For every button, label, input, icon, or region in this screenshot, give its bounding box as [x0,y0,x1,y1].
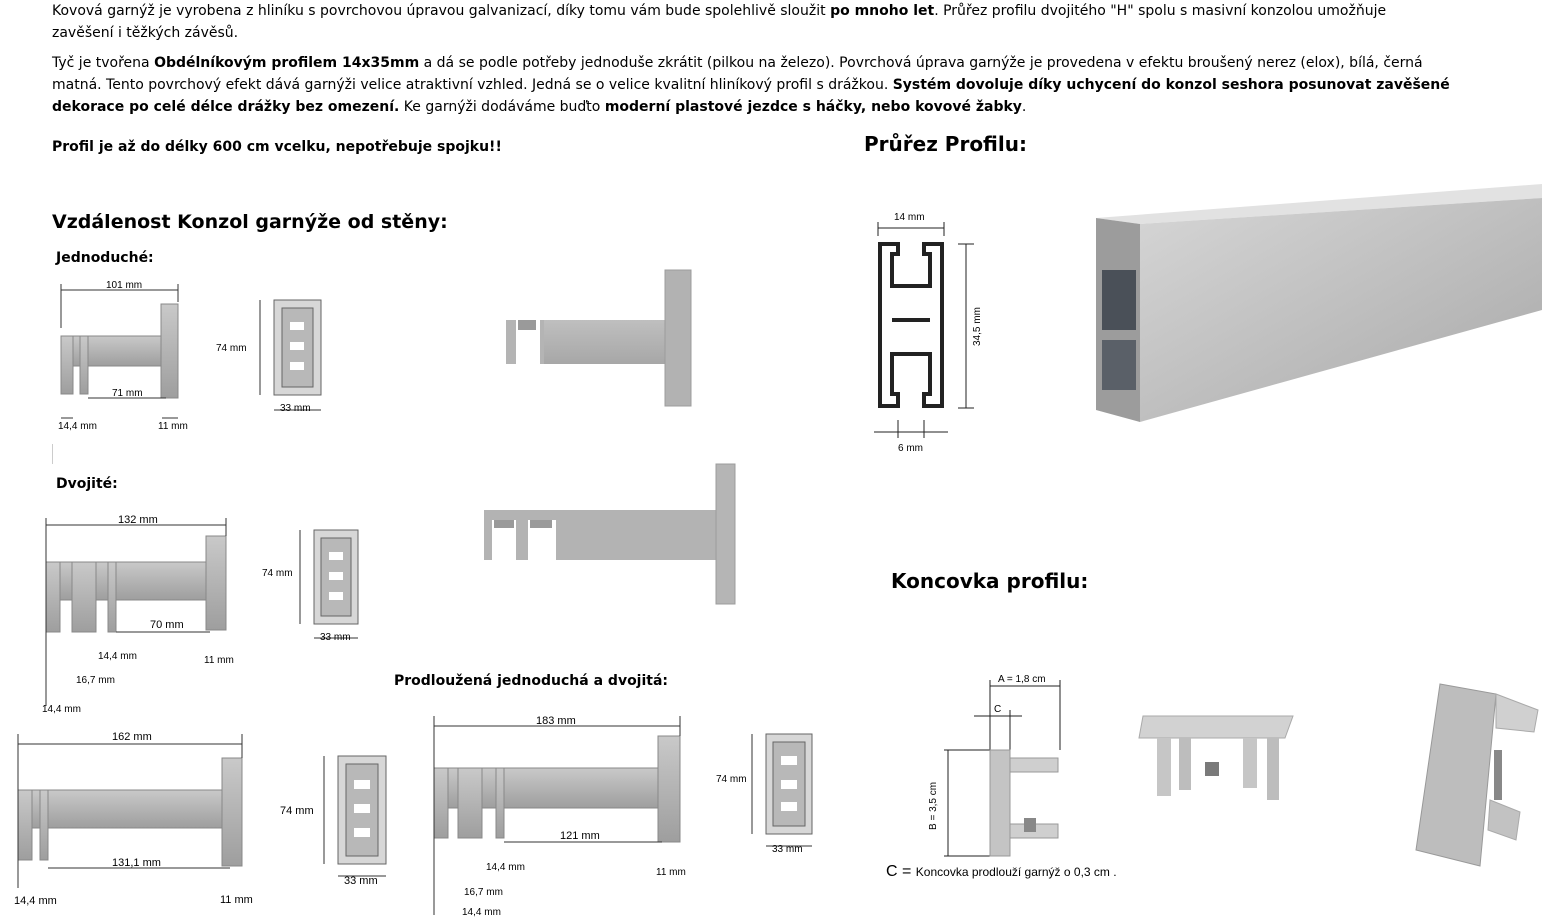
single-mount-height-label: 74 mm [216,343,247,354]
profile-width-label: 14 mm [894,212,925,223]
endcap-b-label: B = 3,5 cm [928,782,939,830]
endcap-photo-2 [1415,683,1539,867]
endcap-drawing: A = 1,8 cm C B = 3,5 cm [928,674,1061,857]
single-plate-label: 11 mm [158,421,188,432]
endcap-note-prefix: C = [886,863,916,880]
intro-p2-bold-system: Systém dovoluje díky uchycení do konzol … [52,77,1450,115]
intro-paragraph-3: Profil je až do délky 600 cm vcelku, nep… [52,139,502,155]
intro-p1-text: Kovová garnýž je vyrobena z hliníku s po… [52,3,831,19]
double-bracket-drawing: 132 mm 70 mm 14,4 mm 16,7 mm 14,4 mm 11 … [42,514,234,715]
ext-double-mount-width-label: 33 mm [772,844,803,855]
double-inner-label: 70 mm [150,619,184,631]
single-bracket-photo [506,269,692,407]
single-mount-plate-drawing: 74 mm 33 mm [216,299,322,414]
double-mount-height-label: 74 mm [262,568,293,579]
endcap-note: C = Koncovka prodlouží garnýž o 0,3 cm . [886,863,1117,881]
profile-slot-label: 6 mm [898,443,923,454]
double-slot2-label: 14,4 mm [42,704,81,715]
ext-double-plate-label: 11 mm [656,867,686,878]
extended-single-drawing: 162 mm 131,1 mm 14,4 mm 11 mm [14,731,253,907]
single-subheading: Jednoduché: [56,250,154,266]
single-length-label: 101 mm [106,280,142,291]
ext-single-mount-plate-drawing: 74 mm 33 mm [280,755,387,887]
profile-photo [1096,184,1542,422]
double-gap-label: 16,7 mm [76,675,115,686]
ext-double-gap-label: 16,7 mm [464,887,503,898]
double-bracket-photo [484,463,736,605]
ext-single-mount-height-label: 74 mm [280,805,314,817]
ext-single-slot-label: 14,4 mm [14,895,57,907]
endcap-note-text: Koncovka prodlouží garnýž o 0,3 cm . [915,865,1117,879]
intro-p2-text-mid: a dá se podle potřeby jednoduše zkrátit … [52,55,1423,93]
intro-p2-bold-riders: moderní plastové jezdce s háčky, nebo ko… [604,99,1022,115]
ext-double-mount-height-label: 74 mm [716,774,747,785]
single-slot-label: 14,4 mm [58,421,97,432]
double-mount-width-label: 33 mm [320,632,351,643]
intro-paragraph-2: Tyč je tvořena Obdélníkovým profilem 14x… [52,52,1452,118]
ext-double-slot2-label: 14,4 mm [462,907,501,918]
double-slot1-label: 14,4 mm [98,651,137,662]
intro-p2-text-mid2: Ke garnýži dodáváme buďto [399,99,605,115]
intro-p2-text-end: . [1021,99,1027,115]
intro-text: Kovová garnýž je vyrobena z hliníku s po… [52,0,1452,126]
ext-double-mount-plate-drawing: 74 mm 33 mm [716,733,813,855]
profile-cross-section-drawing: 14 mm 34,5 mm 6 mm [874,212,983,454]
ext-single-length-label: 162 mm [112,731,152,743]
double-length-label: 132 mm [118,514,158,526]
ext-double-inner-label: 121 mm [560,830,600,842]
profile-height-label: 34,5 mm [972,307,983,346]
end-cap-heading: Koncovka profilu: [891,569,1089,593]
endcap-a-label: A = 1,8 cm [998,674,1046,685]
double-mount-plate-drawing: 74 mm 33 mm [262,529,359,643]
intro-p1-text-end: . Průřez profilu dvojitého "H" spolu s m… [52,3,1387,41]
cross-section-heading: Průřez Profilu: [864,132,1027,156]
ext-single-mount-width-label: 33 mm [344,875,378,887]
ext-single-inner-label: 131,1 mm [112,857,161,869]
intro-paragraph-1: Kovová garnýž je vyrobena z hliníku s po… [52,0,1452,44]
ext-single-plate-label: 11 mm [220,894,253,906]
single-bracket-drawing: 101 mm 71 mm 14,4 mm 11 mm [58,280,188,432]
divider [52,444,53,464]
extended-double-drawing: 183 mm 121 mm 14,4 mm 16,7 mm 14,4 mm 11… [433,715,686,918]
double-plate-label: 11 mm [204,655,234,666]
endcap-photo-1 [1138,715,1294,800]
intro-p1-bold: po mnoho let [830,3,935,19]
intro-p2-text: Tyč je tvořena [52,55,155,71]
ext-double-length-label: 183 mm [536,715,576,727]
single-mount-width-label: 33 mm [280,403,311,414]
ext-double-slot1-label: 14,4 mm [486,862,525,873]
double-subheading: Dvojité: [56,476,118,492]
distance-heading: Vzdálenost Konzol garnýže od stěny: [52,211,448,233]
intro-p2-bold-profile: Obdélníkovým profilem 14x35mm [154,55,420,71]
extended-subheading: Prodloužená jednoduchá a dvojitá: [394,673,669,689]
endcap-c-label: C [994,704,1001,715]
single-inner-label: 71 mm [112,388,143,399]
